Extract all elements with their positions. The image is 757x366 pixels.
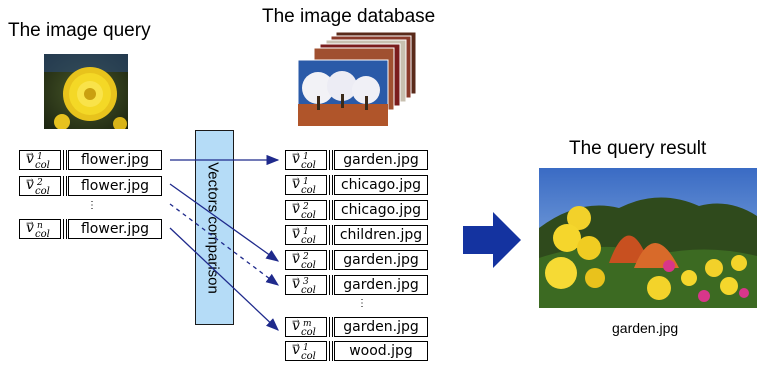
arrow-to-garden-m (169, 227, 279, 331)
database-image-stack (297, 31, 417, 127)
vectors-comparison-box (195, 130, 234, 325)
db-filename: garden.jpg (334, 317, 428, 337)
big-right-arrow-icon (463, 212, 521, 268)
db-filename: wood.jpg (334, 341, 428, 361)
db-filename: chicago.jpg (334, 200, 428, 220)
query-flower-image (44, 54, 128, 129)
db-filename: garden.jpg (334, 250, 428, 270)
separator (63, 176, 67, 196)
separator (63, 150, 67, 170)
arrow-dashed (169, 203, 280, 286)
query-filename: flower.jpg (68, 219, 162, 239)
separator (329, 150, 333, 170)
db-filename: chicago.jpg (334, 175, 428, 195)
separator (329, 225, 333, 245)
query-title: The image query (8, 20, 151, 41)
query-filename: flower.jpg (68, 150, 162, 170)
arrow-to-garden-2 (169, 183, 280, 262)
query-filename: flower.jpg (68, 176, 162, 196)
db-filename: garden.jpg (334, 150, 428, 170)
separator (329, 275, 333, 295)
query-ellipsis: ⋮ (87, 200, 97, 211)
db-ellipsis: ⋮ (357, 298, 367, 309)
separator (329, 200, 333, 220)
separator (63, 219, 67, 239)
comparison-arrows (169, 154, 280, 331)
result-title: The query result (569, 138, 707, 159)
separator (329, 175, 333, 195)
db-filename: children.jpg (334, 225, 428, 245)
result-caption: garden.jpg (612, 320, 679, 336)
database-title: The image database (262, 6, 436, 27)
db-filename: garden.jpg (334, 275, 428, 295)
separator (329, 341, 333, 361)
result-garden-image (539, 168, 757, 308)
separator (329, 317, 333, 337)
separator (329, 250, 333, 270)
